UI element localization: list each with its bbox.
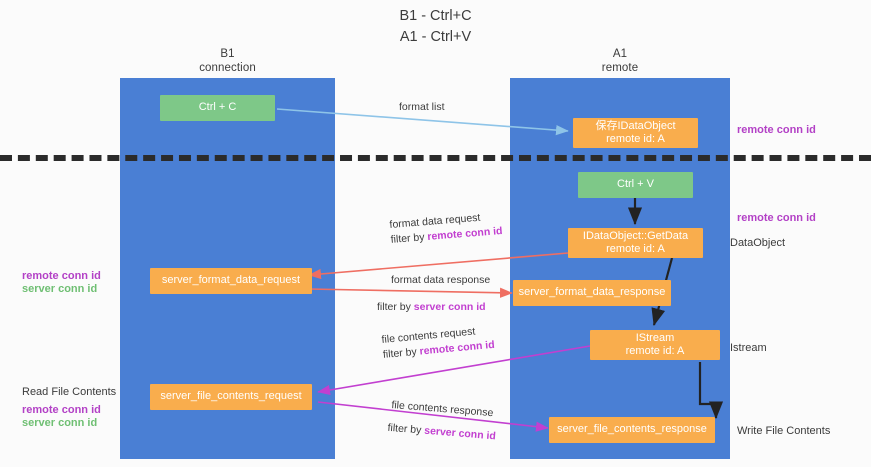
box-istream[interactable]: IStream remote id: A xyxy=(590,330,720,360)
side-label-left-remote-conn-id: remote conn id xyxy=(22,269,101,283)
side-label-write-file-contents: Write File Contents xyxy=(737,424,830,438)
box-istream-line1: IStream xyxy=(635,331,675,344)
box-save-dataobject-line1: 保存IDataObject xyxy=(595,119,676,132)
box-getdata-line2: remote id: A xyxy=(606,243,665,255)
box-istream-line2: remote id: A xyxy=(625,345,685,357)
side-label-left-remote-conn-id-2: remote conn id xyxy=(22,403,101,417)
box-idataobject-getdata[interactable]: IDataObject::GetData remote id: A xyxy=(568,228,703,258)
box-ctrl-c-label: Ctrl + C xyxy=(198,101,237,114)
column-header-a1-name: A1 xyxy=(612,48,628,60)
side-label-write-file-contents-text: Write File Contents xyxy=(737,425,831,437)
side-label-left-server-conn-id: server conn id xyxy=(22,282,97,296)
column-header-b1: B1 connection xyxy=(120,48,335,75)
box-server-file-contents-request[interactable]: server_file_contents_request xyxy=(150,384,312,410)
side-label-remote-conn-id-top-text: remote conn id xyxy=(737,124,816,136)
box-server-file-contents-request-label: server_file_contents_request xyxy=(160,390,302,403)
box-server-file-contents-response-label: server_file_contents_response xyxy=(557,423,707,436)
side-label-remote-conn-id-mid-text: remote conn id xyxy=(737,212,816,224)
box-server-format-data-request-label: server_format_data_request xyxy=(161,274,301,287)
filter-prefix: filter by xyxy=(382,345,421,361)
side-label-dataobject-text: DataObject xyxy=(730,237,786,249)
box-ctrl-c[interactable]: Ctrl + C xyxy=(160,95,275,121)
filter-prefix: filter by xyxy=(390,230,428,246)
box-server-format-data-response[interactable]: server_format_data_response xyxy=(513,280,671,306)
column-header-b1-sub: connection xyxy=(199,61,256,74)
box-server-format-data-request[interactable]: server_format_data_request xyxy=(150,268,312,294)
phase-divider xyxy=(0,155,871,161)
side-label-left-server-conn-id-text: server conn id xyxy=(22,283,98,295)
box-ctrl-v[interactable]: Ctrl + V xyxy=(578,172,693,198)
box-ctrl-v-label: Ctrl + V xyxy=(617,178,654,191)
side-label-left-remote-conn-id-text: remote conn id xyxy=(22,270,101,282)
connector-format-data-request xyxy=(308,252,569,280)
diagram-title: B1 - Ctrl+C A1 - Ctrl+V xyxy=(0,6,871,48)
edge-label-format-data-response-filter: filter by server conn id xyxy=(377,300,490,315)
box-server-format-data-response-label: server_format_data_response xyxy=(518,286,666,299)
side-label-left-remote-conn-id-2-text: remote conn id xyxy=(22,404,101,416)
box-save-dataobject[interactable]: 保存IDataObject remote id: A xyxy=(573,118,698,148)
filter-key-server-conn-id: server conn id xyxy=(413,301,486,313)
box-server-file-contents-response[interactable]: server_file_contents_response xyxy=(549,417,715,443)
side-label-dataobject: DataObject xyxy=(730,236,785,250)
box-getdata-line1: IDataObject::GetData xyxy=(582,229,689,242)
side-label-istream: Istream xyxy=(730,341,767,355)
side-label-left-server-conn-id-2-text: server conn id xyxy=(22,417,98,429)
connector-file-contents-response xyxy=(317,401,549,432)
side-label-read-file-contents: Read File Contents xyxy=(22,385,116,399)
side-label-left-server-conn-id-2: server conn id xyxy=(22,416,97,430)
connector-format-list xyxy=(276,108,569,136)
column-header-a1: A1 remote xyxy=(510,48,730,75)
side-label-remote-conn-id-top: remote conn id xyxy=(737,123,816,137)
title-line-1: B1 - Ctrl+C xyxy=(399,8,472,24)
title-line-2: A1 - Ctrl+V xyxy=(399,29,472,45)
edge-label-format-data-response-title: format data response xyxy=(391,274,491,286)
connector-format-data-response xyxy=(308,287,513,298)
edge-label-format-list: format list xyxy=(399,100,445,115)
connector-file-contents-request xyxy=(317,345,591,396)
connector-istream-to-response xyxy=(698,362,724,420)
side-label-istream-text: Istream xyxy=(730,342,767,354)
box-save-dataobject-line2: remote id: A xyxy=(606,133,665,145)
edge-label-format-data-response: format data response filter by server co… xyxy=(377,273,491,315)
side-label-read-file-contents-text: Read File Contents xyxy=(22,386,117,398)
column-header-b1-name: B1 xyxy=(220,48,235,60)
column-header-a1-sub: remote xyxy=(601,61,639,74)
side-label-remote-conn-id-mid: remote conn id xyxy=(737,211,816,225)
edge-label-format-list-text: format list xyxy=(399,101,445,113)
filter-prefix: filter by xyxy=(387,421,425,437)
filter-prefix: filter by xyxy=(377,301,414,313)
